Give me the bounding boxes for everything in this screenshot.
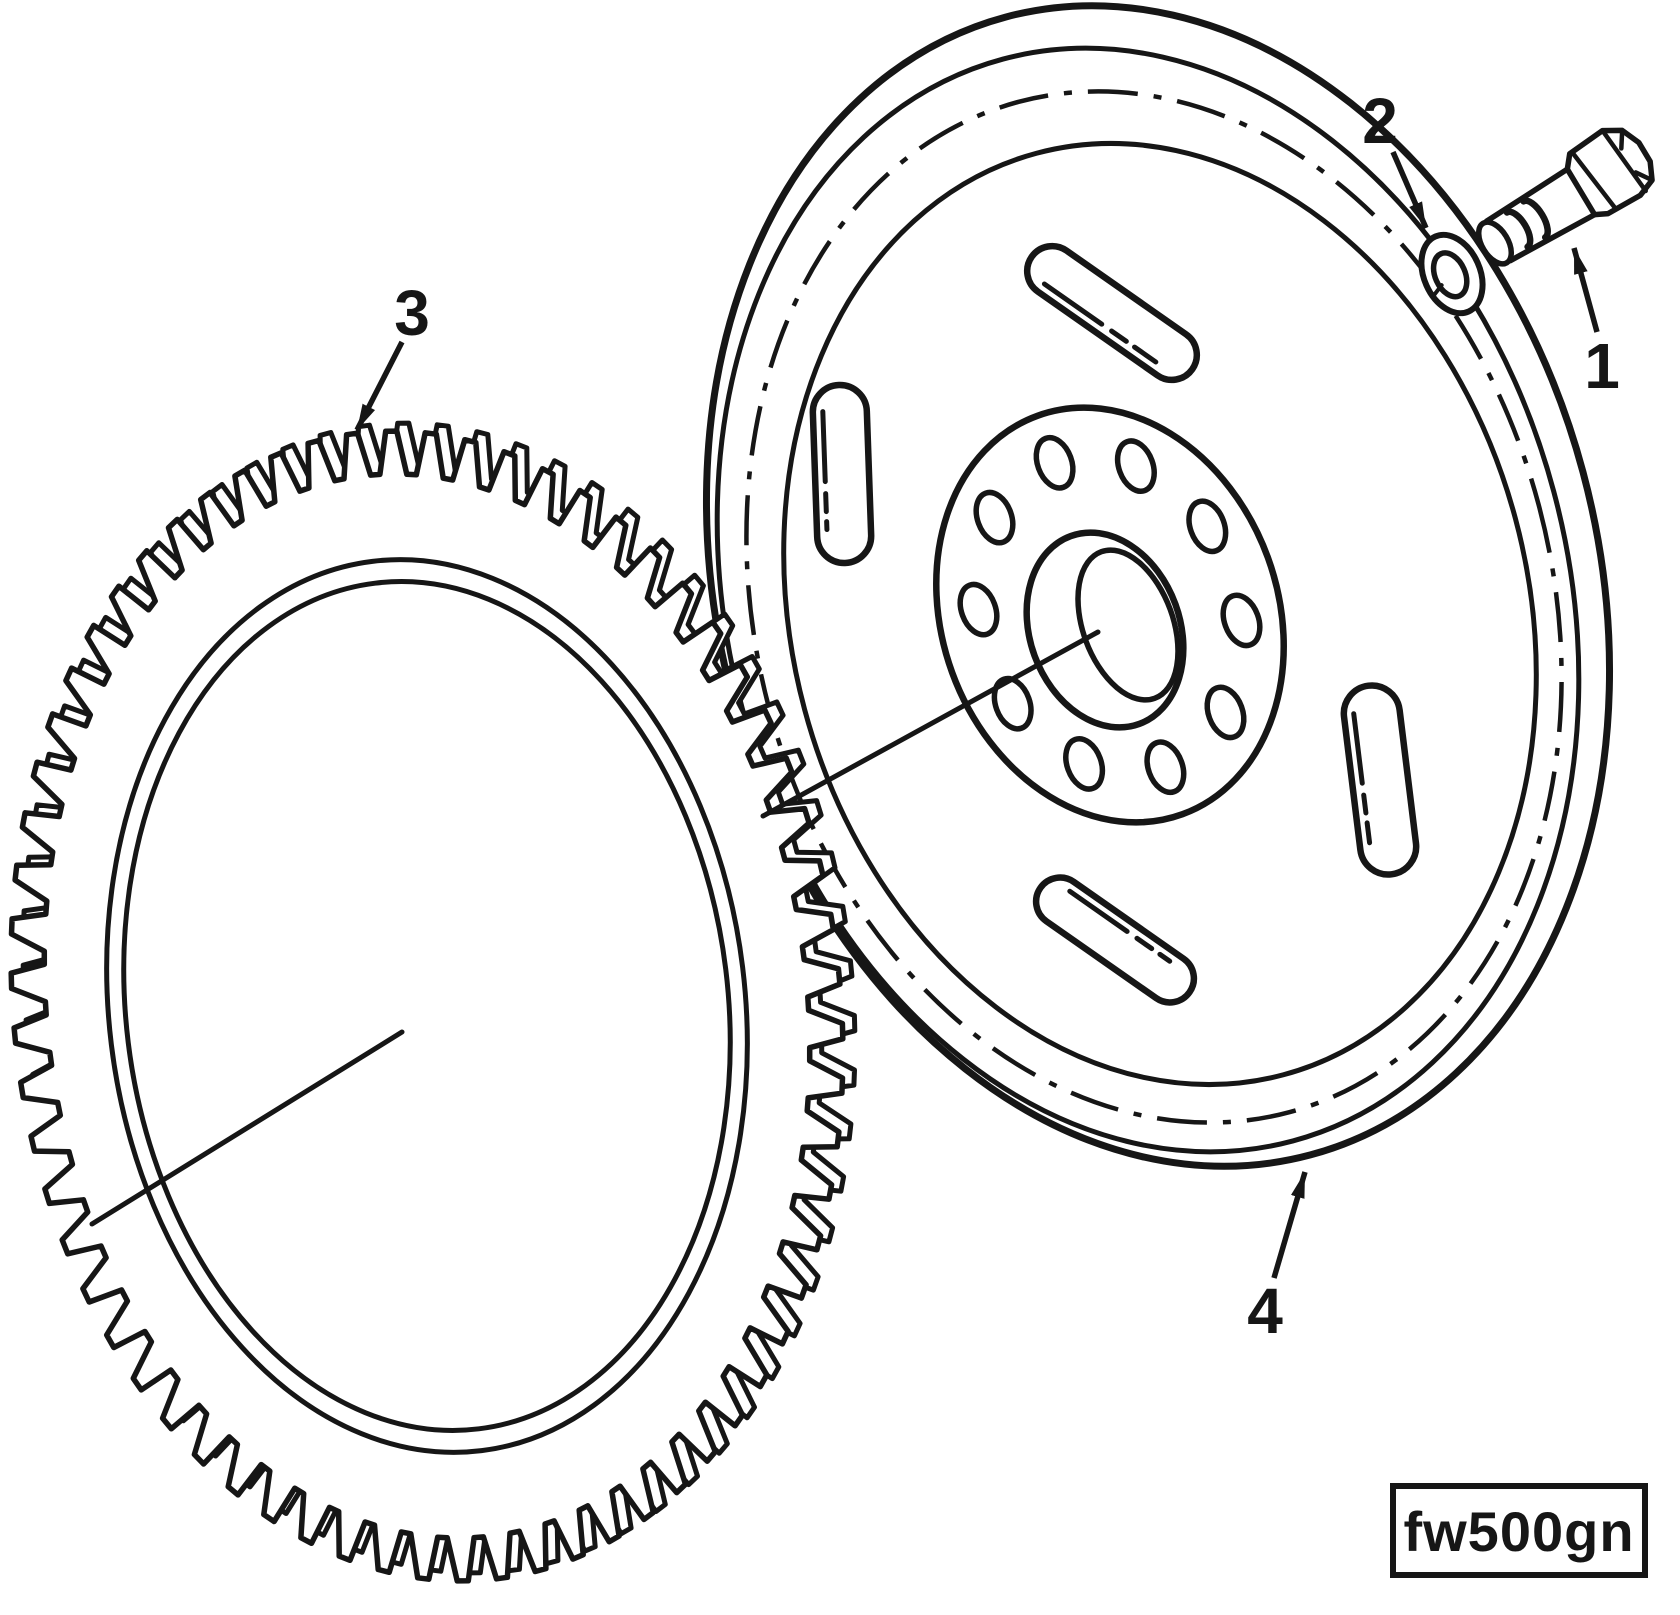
- bolt-hex-head-facets: [1570, 128, 1655, 211]
- washer-edge-tick: [1430, 283, 1444, 299]
- hub-bolt-hole: [1220, 592, 1263, 649]
- flywheel-slot-outline: [809, 381, 875, 567]
- hub-bolt-hole: [1063, 736, 1106, 792]
- bolt-tip-face: [1475, 219, 1515, 267]
- gear-inner-edge-outer: [104, 557, 750, 1455]
- leader-lines: [89, 629, 1101, 1227]
- figure-code-box: fw500gn: [1390, 1483, 1648, 1578]
- flywheel-slot-outline: [1023, 242, 1201, 384]
- flywheel-slot-depth-line: [1041, 281, 1159, 365]
- callout-1-bolt: 1: [1584, 330, 1620, 402]
- hub-bolt-hole: [1114, 438, 1157, 494]
- hub-bolt-hole: [1144, 739, 1187, 796]
- callout-2-washer: 2: [1362, 85, 1398, 157]
- callout-labels: 1 2 3 4: [354, 85, 1620, 1347]
- center-leader-line-flywheel: [760, 629, 1101, 819]
- bolt-thread-mark: [1520, 197, 1551, 241]
- center-leader-line-ring-gear: [89, 1029, 405, 1227]
- gear-teeth-front: [8, 428, 846, 1584]
- gear-inner-edge-inner: [121, 579, 733, 1433]
- flywheel-slot-depth-line: [1351, 711, 1373, 846]
- washer-drawing: [1418, 231, 1486, 317]
- flywheel-slot-outline: [1032, 874, 1198, 1006]
- callout-1-arrow: [1571, 247, 1600, 333]
- figure-code-text: fw500gn: [1403, 1500, 1634, 1563]
- hub-bolt-hole: [1186, 498, 1229, 555]
- callout-4-flywheel: 4: [1247, 1275, 1283, 1347]
- hub-bolt-hole: [991, 675, 1034, 732]
- flywheel-slot-depth-line: [1067, 888, 1173, 964]
- hub-bolt-hole: [957, 581, 1000, 638]
- flywheel-slot-outline: [1340, 682, 1420, 878]
- hub-bolt-hole: [1033, 434, 1076, 491]
- bolt-shank: [1483, 166, 1598, 264]
- hub-bolt-hole: [973, 489, 1016, 546]
- flywheel-slot: [1023, 242, 1201, 384]
- ring-gear-drawing: [8, 420, 858, 1584]
- bolt-hex-head: [1564, 127, 1655, 218]
- flywheel-drawing: [702, 2, 1614, 1170]
- flywheel-slot: [809, 381, 875, 567]
- callout-3-arrow: [354, 340, 405, 432]
- flywheel-slot-depth-line: [820, 409, 830, 533]
- flywheel-slot: [1340, 682, 1420, 878]
- hub-bolt-hole: [1204, 684, 1247, 741]
- callout-3-ring-gear: 3: [394, 277, 430, 349]
- washer-inner-hole: [1430, 250, 1470, 300]
- callout-2-arrow: [1390, 150, 1429, 230]
- bolt-drawing: [1475, 127, 1655, 267]
- flywheel-slot: [1032, 874, 1198, 1006]
- figure-code-border: [1390, 1483, 1648, 1578]
- callout-4-arrow: [1271, 1171, 1308, 1279]
- bolt-thread-mark: [1503, 208, 1534, 251]
